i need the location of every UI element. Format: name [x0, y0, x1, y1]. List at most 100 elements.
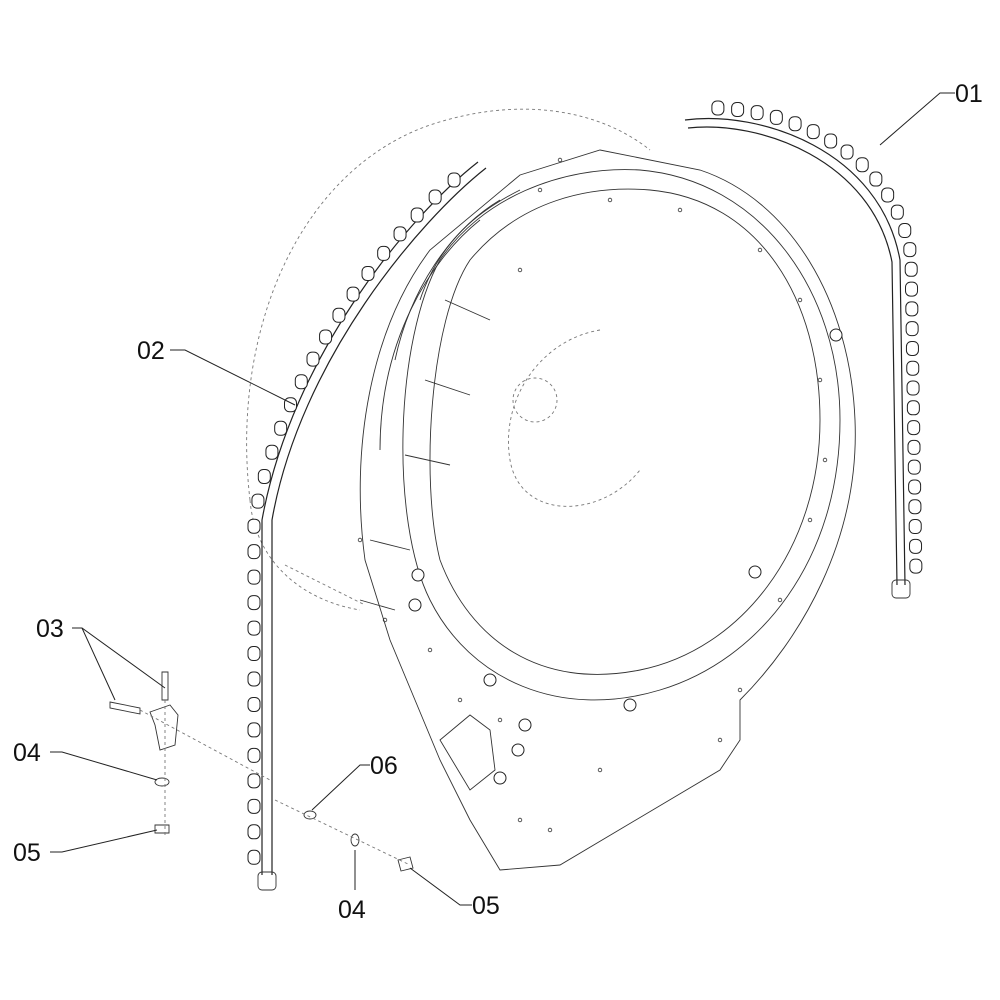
nozzle	[247, 544, 261, 560]
bolt	[493, 771, 507, 785]
nozzle	[247, 569, 261, 585]
callout-06: 06	[370, 752, 398, 780]
washer-bottom	[350, 833, 360, 847]
leader-lines	[50, 92, 955, 906]
tube-end-cap	[891, 579, 911, 599]
mounting-hole	[607, 197, 613, 203]
nozzle	[731, 101, 745, 117]
nozzle-tube-01	[684, 100, 923, 599]
nut-bottom	[397, 856, 414, 872]
washer-left	[154, 777, 170, 787]
mounting-hole	[557, 157, 563, 163]
callout-05-bottom: 05	[472, 892, 500, 920]
nozzle	[904, 261, 918, 277]
bolt	[518, 718, 532, 732]
callout-03: 03	[36, 615, 64, 643]
bolt	[748, 565, 762, 579]
bolt	[483, 673, 497, 687]
nozzle	[907, 459, 921, 475]
nozzle	[869, 171, 883, 187]
nozzle-tube-02	[247, 161, 487, 891]
callout-04-bottom: 04	[338, 896, 366, 924]
nozzle	[906, 380, 920, 396]
mounting-hole	[737, 687, 743, 693]
washer-06	[303, 810, 317, 820]
nozzle	[890, 204, 904, 220]
nozzle	[247, 849, 261, 865]
nozzle	[907, 420, 921, 436]
bolt	[829, 328, 843, 342]
nozzle	[905, 281, 919, 297]
nozzle	[711, 100, 725, 116]
bolt	[411, 568, 425, 582]
nozzle	[251, 493, 265, 509]
nozzle	[410, 207, 424, 223]
mounting-bracket	[439, 714, 496, 791]
nozzle	[247, 824, 261, 840]
nozzle	[247, 747, 261, 763]
mounting-hole	[817, 377, 823, 383]
nozzle	[905, 321, 919, 337]
nozzle	[306, 351, 320, 367]
mounting-hole	[382, 617, 388, 623]
mounting-hole	[457, 697, 463, 703]
mounting-hole	[717, 737, 723, 743]
nozzle	[855, 157, 869, 173]
nozzle	[294, 374, 308, 390]
mounting-hole	[357, 537, 363, 543]
nozzle	[247, 620, 261, 636]
nozzle	[428, 189, 442, 205]
nozzle	[881, 187, 895, 203]
callout-04-left: 04	[13, 739, 41, 767]
nozzle	[257, 468, 271, 484]
fan-housing	[357, 149, 856, 871]
callout-02: 02	[137, 337, 165, 365]
tube-end-cap	[257, 871, 277, 891]
nozzle	[447, 172, 461, 188]
nozzle	[905, 340, 919, 356]
nozzle	[806, 124, 820, 140]
nozzle	[247, 773, 261, 789]
nozzle	[903, 242, 917, 258]
mounting-hole	[427, 647, 433, 653]
mounting-hole	[537, 187, 543, 193]
nozzle	[908, 499, 922, 515]
nozzle	[361, 265, 375, 281]
nut-left	[154, 824, 170, 834]
housing-bolts	[408, 328, 843, 785]
nozzle	[247, 798, 261, 814]
mounting-hole	[517, 267, 523, 273]
mounting-hole	[757, 247, 763, 253]
nozzle	[247, 595, 261, 611]
angle-bracket	[149, 704, 179, 751]
nozzle	[346, 286, 360, 302]
nozzles-02	[247, 172, 461, 865]
nozzle	[769, 109, 783, 125]
nozzle	[909, 538, 923, 554]
mounting-hole	[547, 827, 553, 833]
nozzle	[824, 133, 838, 149]
nozzle	[906, 400, 920, 416]
housing-struts	[359, 299, 491, 611]
mounting-hole	[822, 457, 828, 463]
nozzle	[393, 226, 407, 242]
nozzle	[247, 646, 261, 662]
callout-01: 01	[955, 80, 983, 108]
hardware-parts	[109, 564, 414, 872]
nozzle	[909, 558, 923, 574]
nozzle	[274, 420, 288, 436]
nozzle	[898, 223, 912, 239]
nozzle	[377, 245, 391, 261]
nozzle	[840, 144, 854, 160]
nozzle	[247, 671, 261, 687]
nozzle	[332, 307, 346, 323]
nozzle	[908, 479, 922, 495]
callout-05-left: 05	[13, 839, 41, 867]
mounting-hole	[597, 767, 603, 773]
bolt-vertical	[161, 671, 169, 701]
mounting-hole	[807, 517, 813, 523]
nozzle	[908, 519, 922, 535]
bolt	[511, 743, 525, 757]
